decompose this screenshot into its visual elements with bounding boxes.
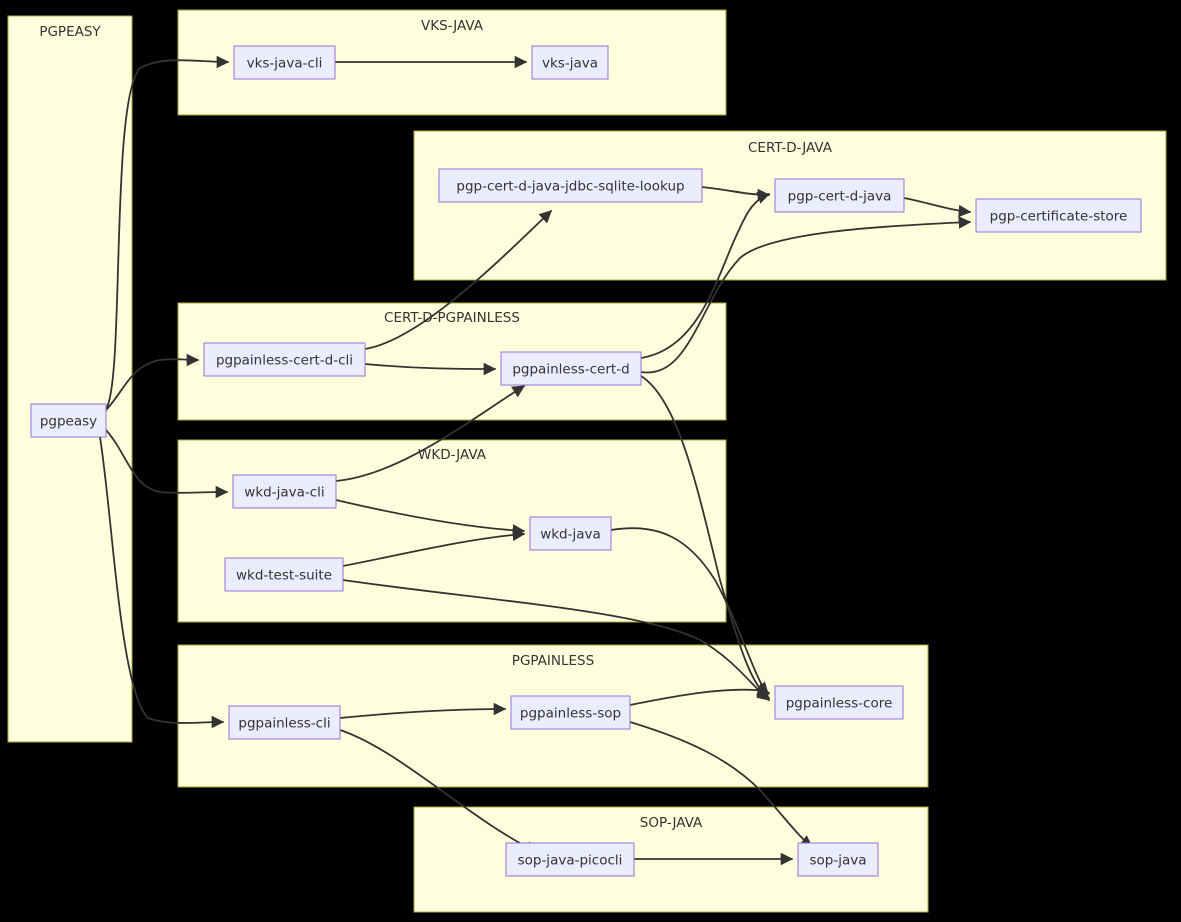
node-wkd-test-suite[interactable]: wkd-test-suite xyxy=(224,557,344,592)
node-rect-vks-java[interactable] xyxy=(531,45,609,80)
edge-pgpeasy-to-pgpainless-cert-d-cli xyxy=(105,353,200,411)
node-label-sop-java: sop-java xyxy=(809,853,866,869)
edge-pgpeasy-to-vks-java-cli xyxy=(105,55,230,410)
cluster-title-cert-d-java: CERT-D-JAVA xyxy=(748,140,833,156)
node-rect-pgpainless-cli[interactable] xyxy=(228,705,341,740)
node-label-pgpainless-cli: pgpainless-cli xyxy=(238,716,330,732)
edge-pgpainless-cert-d-to-pgpainless-core xyxy=(640,375,771,699)
edge-pgpainless-cli-to-pgpainless-sop xyxy=(339,702,507,719)
node-rect-pgpeasy[interactable] xyxy=(30,403,107,438)
cluster-rect-pgpeasy xyxy=(7,15,133,743)
node-pgpainless-sop[interactable]: pgpainless-sop xyxy=(510,695,631,730)
node-pgpeasy[interactable]: pgpeasy xyxy=(30,403,107,438)
node-rect-pgp-cert-d-java-jdbc-sqlite-lookup[interactable] xyxy=(438,168,703,203)
edge-pgpainless-cert-d-cli-to-pgpainless-cert-d xyxy=(364,362,497,376)
node-rect-pgpainless-cert-d-cli[interactable] xyxy=(203,342,366,377)
node-rect-wkd-test-suite[interactable] xyxy=(224,557,344,592)
node-wkd-java[interactable]: wkd-java xyxy=(529,516,612,551)
node-pgp-cert-d-java[interactable]: pgp-cert-d-java xyxy=(774,178,905,213)
node-label-pgpainless-sop: pgpainless-sop xyxy=(520,706,621,722)
node-rect-vks-java-cli[interactable] xyxy=(233,45,336,80)
node-rect-pgp-cert-d-java[interactable] xyxy=(774,178,905,213)
cluster-title-pgpeasy: PGPEASY xyxy=(39,24,101,40)
node-rect-pgp-certificate-store[interactable] xyxy=(975,198,1142,233)
edge-pgpainless-cert-d-to-pgp-certificate-store xyxy=(640,216,972,374)
node-vks-java-cli[interactable]: vks-java-cli xyxy=(233,45,336,80)
node-label-pgpainless-core: pgpainless-core xyxy=(786,696,893,712)
node-pgpainless-cert-d-cli[interactable]: pgpainless-cert-d-cli xyxy=(203,342,366,377)
node-label-pgp-cert-d-java-jdbc-sqlite-lookup: pgp-cert-d-java-jdbc-sqlite-lookup xyxy=(456,179,684,195)
node-rect-pgpainless-cert-d[interactable] xyxy=(500,351,642,386)
node-sop-java[interactable]: sop-java xyxy=(797,842,879,877)
node-label-vks-java-cli: vks-java-cli xyxy=(247,56,323,72)
node-pgpainless-core[interactable]: pgpainless-core xyxy=(774,685,904,720)
edge-pgpeasy-to-pgpainless-cli xyxy=(99,436,225,729)
node-label-pgp-certificate-store: pgp-certificate-store xyxy=(990,209,1128,225)
node-wkd-java-cli[interactable]: wkd-java-cli xyxy=(232,474,337,509)
edge-wkd-java-cli-to-wkd-java xyxy=(335,499,526,537)
node-vks-java[interactable]: vks-java xyxy=(531,45,609,80)
cluster-group: PGPEASY VKS-JAVA CERT-D-JAVA CERT-D-PGPAINL… xyxy=(7,9,1167,913)
node-label-vks-java: vks-java xyxy=(542,56,598,72)
cluster-title-sop-java: SOP-JAVA xyxy=(640,815,703,831)
node-rect-pgpainless-core[interactable] xyxy=(774,685,904,720)
node-sop-java-picocli[interactable]: sop-java-picocli xyxy=(505,842,635,877)
cluster-title-pgpainless: PGPAINLESS xyxy=(512,653,594,669)
cluster-title-cert-d-pgpainless: CERT-D-PGPAINLESS xyxy=(384,310,520,326)
node-label-pgpainless-cert-d: pgpainless-cert-d xyxy=(512,362,629,378)
node-label-pgpainless-cert-d-cli: pgpainless-cert-d-cli xyxy=(216,353,353,369)
node-label-wkd-java: wkd-java xyxy=(540,527,601,543)
edge-wkd-test-suite-to-pgpainless-core xyxy=(342,579,770,701)
edge-wkd-java-to-pgpainless-core xyxy=(610,527,769,695)
edge-pgpeasy-to-wkd-java-cli xyxy=(105,429,229,499)
cluster-pgpeasy: PGPEASY xyxy=(7,15,133,743)
edge-pgpainless-cert-d-cli-to-pgp-cert-d-java-jdbc-sqlite-lookup xyxy=(364,210,552,350)
edge-pgpainless-sop-to-sop-java xyxy=(629,721,814,848)
cluster-title-vks-java: VKS-JAVA xyxy=(421,18,484,34)
edge-wkd-java-cli-to-pgpainless-cert-d xyxy=(335,385,526,482)
cluster-wkd-java: WKD-JAVA xyxy=(177,439,727,623)
node-pgpainless-cert-d[interactable]: pgpainless-cert-d xyxy=(500,351,642,386)
node-label-sop-java-picocli: sop-java-picocli xyxy=(518,853,623,869)
node-label-pgp-cert-d-java: pgp-cert-d-java xyxy=(788,189,892,205)
edge-pgpainless-sop-to-pgpainless-core xyxy=(629,683,771,706)
node-rect-sop-java[interactable] xyxy=(797,842,879,877)
edge-group xyxy=(99,55,972,866)
node-rect-sop-java-picocli[interactable] xyxy=(505,842,635,877)
node-label-wkd-test-suite: wkd-test-suite xyxy=(236,568,332,584)
node-pgpainless-cli[interactable]: pgpainless-cli xyxy=(228,705,341,740)
cluster-title-wkd-java: WKD-JAVA xyxy=(418,447,487,463)
node-rect-pgpainless-sop[interactable] xyxy=(510,695,631,730)
node-label-pgpeasy: pgpeasy xyxy=(40,414,97,430)
node-rect-wkd-java-cli[interactable] xyxy=(232,474,337,509)
edge-wkd-test-suite-to-wkd-java xyxy=(342,528,526,567)
edge-pgp-cert-d-java-to-pgp-certificate-store xyxy=(903,197,972,218)
node-label-wkd-java-cli: wkd-java-cli xyxy=(244,485,324,501)
edge-pgpainless-cli-to-sop-java-picocli xyxy=(339,729,539,853)
node-pgp-certificate-store[interactable]: pgp-certificate-store xyxy=(975,198,1142,233)
node-group: pgpeasy vks-java-cli vks-java pgp-cert-d-ja… xyxy=(30,45,1142,877)
node-pgp-cert-d-java-jdbc-sqlite-lookup[interactable]: pgp-cert-d-java-jdbc-sqlite-lookup xyxy=(438,168,703,203)
edge-pgpainless-cert-d-to-pgp-cert-d-java xyxy=(640,191,771,359)
node-rect-wkd-java[interactable] xyxy=(529,516,612,551)
cluster-rect-wkd-java xyxy=(177,439,727,623)
